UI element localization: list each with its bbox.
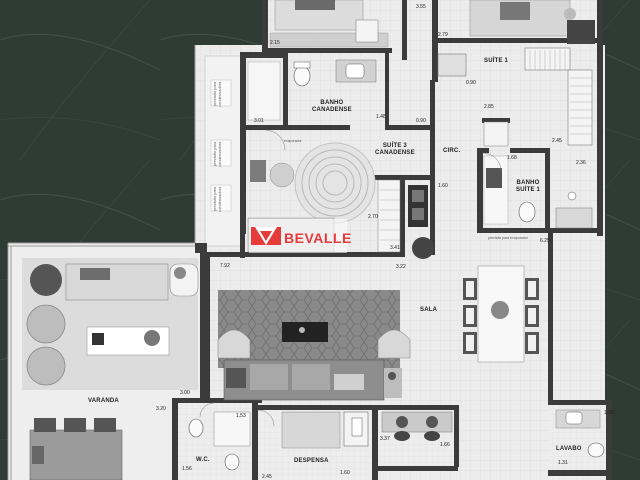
dim-label: 2.79 <box>438 32 448 38</box>
toilet-banho-canadense <box>293 65 311 87</box>
room-label-sala: SALA <box>420 307 438 313</box>
dim-label: 2.45 <box>552 138 562 144</box>
room-label-circ: CIRC. <box>443 148 461 154</box>
toilet-banho-suite1 <box>518 201 536 223</box>
room-label-varanda: VARANDA <box>88 398 119 404</box>
dim-label: 1.31 <box>558 460 568 466</box>
dim-label: 1.48 <box>376 114 386 120</box>
dim-label: 7.92 <box>220 263 230 269</box>
dim-label: 3.55 <box>416 4 426 10</box>
note-condensadora-1: previsão para condensadora <box>212 81 222 107</box>
dim-label: 1.60 <box>438 183 448 189</box>
dim-label: 1.66 <box>440 442 450 448</box>
windows <box>7 45 196 480</box>
room-label-despensa: DESPENSA <box>294 458 329 464</box>
bevalle-logo-text: BEVALLE <box>284 230 352 246</box>
bevalle-logo-icon <box>251 227 281 245</box>
dim-label: 3.00 <box>180 390 190 396</box>
dim-label: 2.85 <box>484 104 494 110</box>
rug-suite3 <box>294 142 376 224</box>
dim-label: 3.37 <box>380 436 390 442</box>
dim-label: 2.36 <box>576 160 586 166</box>
coffee-table <box>282 322 328 342</box>
dim-label: 6.25 <box>540 238 550 244</box>
dim-label: 3.20 <box>156 406 166 412</box>
room-label-suite1: SUÍTE 1 <box>484 58 509 64</box>
dim-label: 2.45 <box>262 474 272 480</box>
note-evaporador: evaporador <box>284 139 302 143</box>
room-label-suite3-canadense: SUÍTE 3 CANADENSE <box>375 143 415 156</box>
dim-label: 3.01 <box>254 118 264 124</box>
walls <box>172 0 612 480</box>
plant-circ <box>412 237 434 259</box>
dim-label: 1.68 <box>507 155 517 161</box>
dim-label: 0.90 <box>416 118 426 124</box>
closet-suite1 <box>524 47 571 71</box>
dim-label: 1.60 <box>340 470 350 476</box>
room-label-banho-suite1: BANHO SUÍTE 1 <box>516 180 541 193</box>
dim-label: 1.38 <box>604 410 614 416</box>
plant-varanda <box>30 264 62 296</box>
dim-label: 3.41 <box>390 245 400 251</box>
dim-label: 1.53 <box>236 413 246 419</box>
dining-table-varanda <box>29 429 123 480</box>
room-label-lavabo: LAVABO <box>556 446 582 452</box>
note-condensadora-3: previsão para condensadora <box>212 186 222 212</box>
note-condensadora-2: previsão para condensadora <box>212 141 222 167</box>
room-label-banho-canadense: BANHO CANADENSE <box>312 100 352 113</box>
dim-label: 1.56 <box>182 466 192 472</box>
dim-label: 2.70 <box>368 214 378 220</box>
note-previsao-evaporador: previsão para evaporador <box>488 236 528 240</box>
room-label-wc: W.C. <box>196 457 210 463</box>
dim-label: 2.15 <box>270 40 280 46</box>
dim-label: 3.22 <box>396 264 406 270</box>
dim-label: 0.90 <box>466 80 476 86</box>
